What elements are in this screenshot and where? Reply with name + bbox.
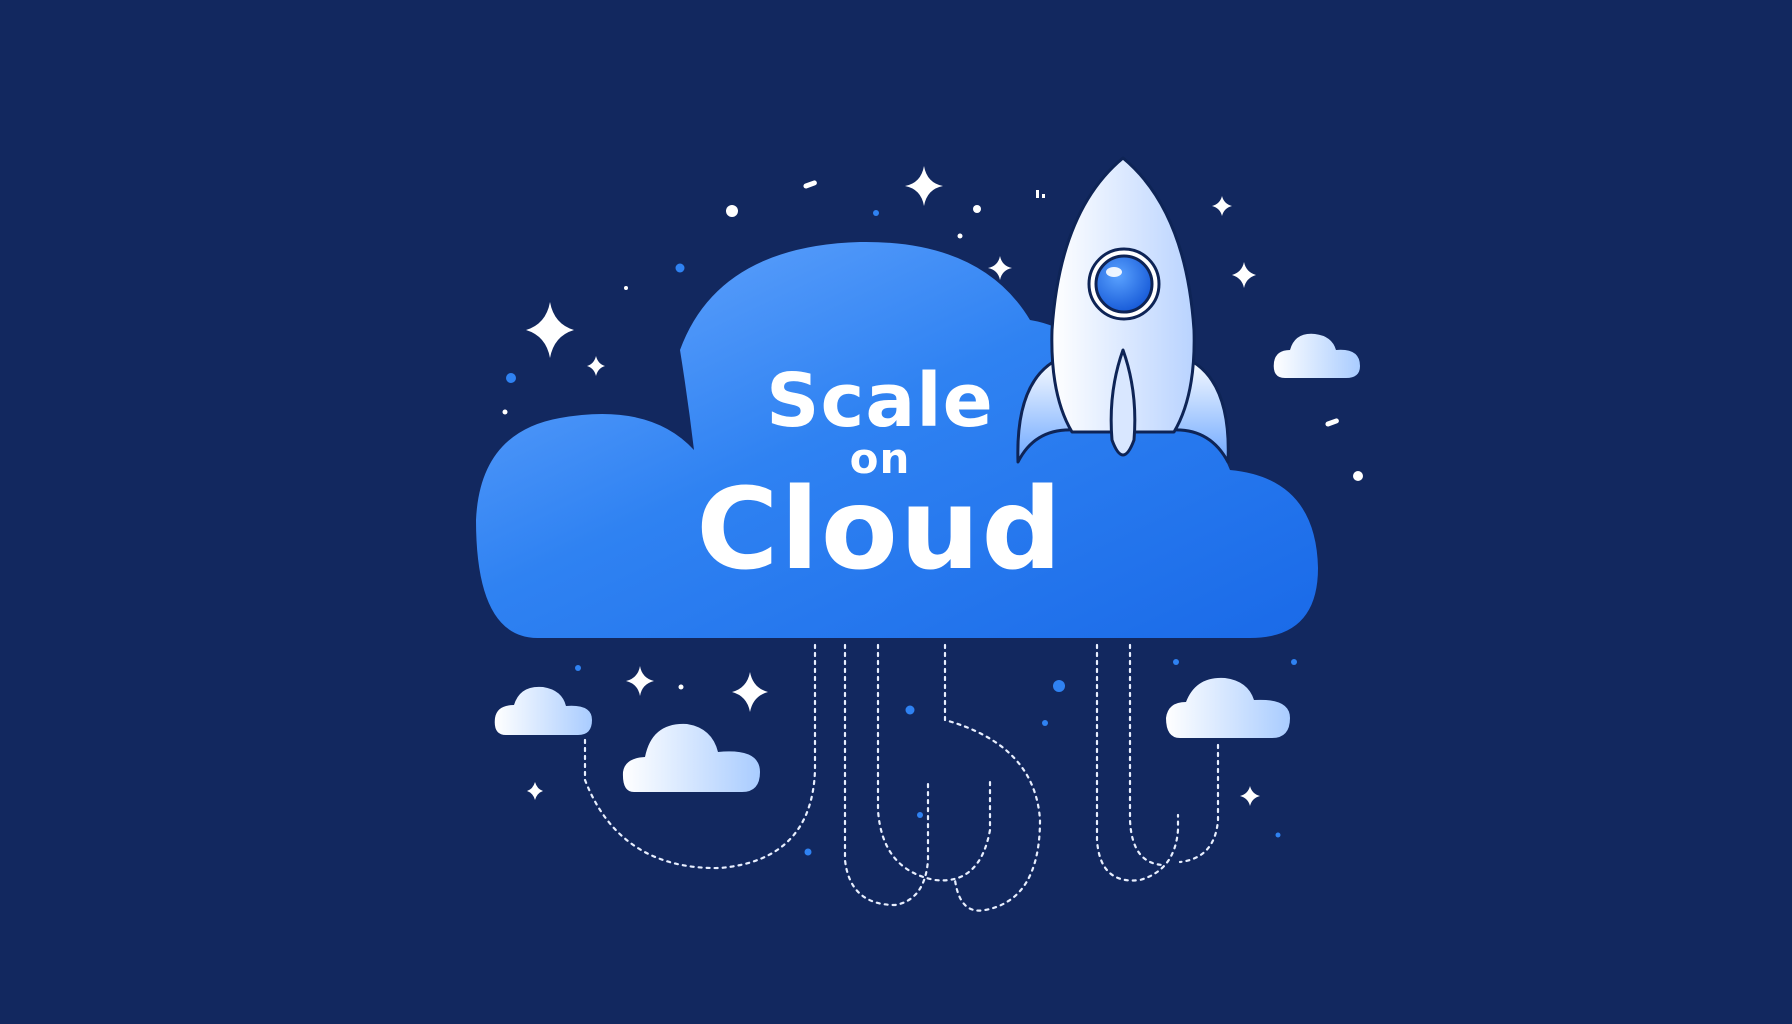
sparkle-9: [527, 782, 543, 800]
dot: [1173, 659, 1179, 665]
dotted-trail-icon: [583, 643, 1220, 912]
rocket-icon: [1016, 156, 1230, 464]
sparkle-10: [1240, 786, 1260, 806]
logo-text-scale: Scale: [766, 358, 994, 444]
rocket-center-fin: [1109, 348, 1137, 457]
sparkle-3: [587, 356, 605, 376]
small-cloud-top-right: [1273, 333, 1360, 378]
dot: [1275, 832, 1281, 838]
dot: [726, 205, 738, 217]
small-cloud-bottom-left: [622, 723, 760, 792]
dot: [973, 205, 981, 213]
trail-path-5: [1095, 643, 1180, 882]
rocket-window-shine: [1106, 267, 1122, 277]
trail-path-7: [1178, 743, 1220, 864]
logo-text-cloud: Cloud: [696, 465, 1064, 595]
dot: [873, 210, 879, 216]
dash: [803, 180, 817, 189]
dot: [804, 848, 812, 856]
dot: [1042, 720, 1048, 726]
sparkle-star-icon: [526, 166, 1260, 806]
dash: [1042, 194, 1045, 198]
dash: [1036, 190, 1039, 198]
trail-path-2: [843, 643, 930, 907]
sparkle-6: [1232, 262, 1256, 288]
main-cloud-icon: [476, 241, 1318, 639]
dot: [1291, 659, 1297, 665]
sparkle-2: [526, 302, 574, 358]
trail-path-4: [943, 643, 1042, 912]
dot: [575, 665, 581, 671]
small-cloud-left: [494, 686, 592, 735]
small-cloud-right: [1166, 677, 1290, 738]
dot: [506, 373, 516, 383]
dot: [678, 684, 684, 690]
decorative-dots: [502, 180, 1363, 856]
logo-text-on: on: [849, 434, 911, 483]
sparkle-8: [732, 672, 768, 712]
trail-path-1: [583, 643, 817, 870]
sparkle-7: [626, 666, 654, 696]
sparkle-1: [905, 166, 943, 206]
sparkle-4: [988, 256, 1012, 280]
rocket-window: [1094, 254, 1154, 314]
dot: [1053, 680, 1065, 692]
dot: [502, 409, 508, 415]
dash: [1325, 418, 1339, 427]
small-cloud-icon: [494, 333, 1360, 792]
trail-path-6: [1128, 643, 1167, 867]
dot: [1353, 471, 1363, 481]
dot: [905, 705, 915, 715]
dot: [675, 263, 685, 273]
sparkle-5: [1212, 196, 1232, 216]
dot: [624, 286, 628, 290]
trail-path-3: [876, 643, 992, 882]
dot: [917, 812, 923, 818]
dot: [957, 233, 963, 239]
